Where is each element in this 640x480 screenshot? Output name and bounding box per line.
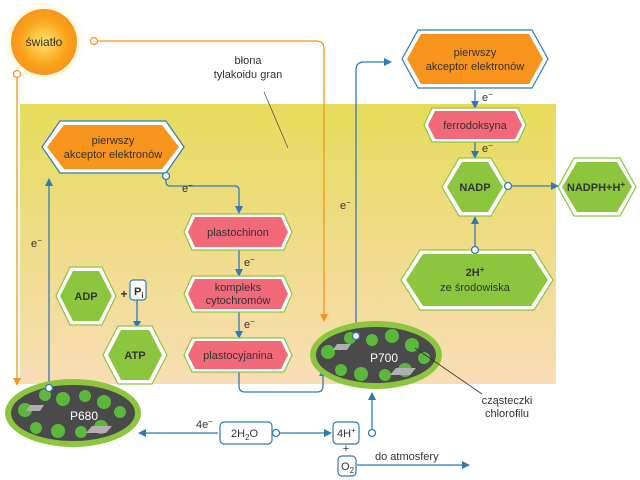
phosphate-label: Pi xyxy=(134,286,144,300)
water-node xyxy=(271,428,281,438)
electron-label: e− xyxy=(31,236,42,250)
adp: ADP xyxy=(55,266,117,326)
nadph: NADPH+H+ xyxy=(557,157,637,217)
protons-from-environment: 2H+ ze środowiska xyxy=(400,249,554,311)
nadph-label: NADPH+H+ xyxy=(567,180,625,194)
photosystem-1: P700 xyxy=(310,321,442,389)
atp-label: ATP xyxy=(124,350,145,362)
protons-released-label: 4H+ xyxy=(337,426,356,440)
electron-label: e− xyxy=(340,198,351,212)
plastoquinone: plastochinon xyxy=(183,213,293,251)
ps2-acceptor-line2: akceptor elektronów xyxy=(64,149,162,161)
water-label: 2H2O xyxy=(231,428,259,442)
membrane-label-leader xyxy=(263,91,289,149)
adp-label: ADP xyxy=(74,291,97,303)
plastocyanin: plastocyjanina xyxy=(183,337,293,373)
nadp: NADP xyxy=(441,157,509,217)
atp: ATP xyxy=(102,325,168,385)
cytochrome-complex: kompleks cytochromów xyxy=(183,275,293,313)
nadp-label: NADP xyxy=(459,182,490,194)
protons-label-line1: 2H+ xyxy=(466,265,485,279)
p700-label: P700 xyxy=(370,351,398,365)
ps1-acceptor: pierwszy akceptor elektronów xyxy=(401,29,549,89)
membrane-label-line2: tylakoidu gran xyxy=(214,69,283,81)
p680-label: P680 xyxy=(70,409,98,423)
oxygen-box xyxy=(337,455,357,477)
water-plus: + xyxy=(343,443,349,455)
p680-node xyxy=(44,383,54,393)
electron-label: e− xyxy=(182,181,193,195)
nadp-node xyxy=(503,181,513,191)
cytochrome-label-line1: kompleks xyxy=(215,282,262,294)
p700-node xyxy=(351,331,361,341)
oxygen-label: O2 xyxy=(341,461,355,475)
chlorophyll-label-line2: chlorofilu xyxy=(485,408,529,420)
ferredoxin-label: ferrodoksyna xyxy=(443,120,507,132)
cytochrome-label-line2: cytochromów xyxy=(206,295,271,307)
membrane-label-line1: błona xyxy=(235,55,263,67)
sun: światło xyxy=(2,0,86,84)
protons-released-node xyxy=(367,428,377,438)
plastocyanin-label: plastocyjanina xyxy=(203,350,274,362)
protons-label-line2: ze środowiska xyxy=(440,282,511,294)
chlorophyll-label-line1: cząsteczki xyxy=(482,395,533,407)
light-paths xyxy=(13,40,328,386)
protons-box xyxy=(332,421,360,445)
chlorophyll-leader xyxy=(414,347,483,395)
ferredoxin: ferrodoksyna xyxy=(423,107,527,143)
electrons-released-label: 4e− xyxy=(196,417,213,431)
electron-paths xyxy=(45,58,559,469)
photosystem-2: P680 xyxy=(5,379,141,447)
electron-label: e− xyxy=(482,90,493,104)
light-node-right xyxy=(89,36,99,46)
protons-node xyxy=(470,245,480,255)
ps2-acceptor-node xyxy=(161,171,171,181)
electron-label: e− xyxy=(482,141,493,155)
to-atmosphere-label: do atmosfery xyxy=(375,451,439,463)
electron-labels: e− e− e− e− e− e− e− xyxy=(31,90,493,331)
ps1-acceptor-line2: akceptor elektronów xyxy=(426,61,524,73)
electron-label: e− xyxy=(244,255,255,269)
plastoquinone-label: plastochinon xyxy=(207,227,269,239)
ps2-acceptor-line1: pierwszy xyxy=(92,135,135,147)
sun-icon xyxy=(11,9,77,75)
ps1-acceptor-line1: pierwszy xyxy=(454,47,497,59)
phosphate-box xyxy=(129,279,147,301)
sun-label: światło xyxy=(26,35,63,49)
adp-pi-plus: + xyxy=(120,287,127,301)
ps2-acceptor: pierwszy akceptor elektronów xyxy=(41,120,185,174)
electron-label: e− xyxy=(244,317,255,331)
